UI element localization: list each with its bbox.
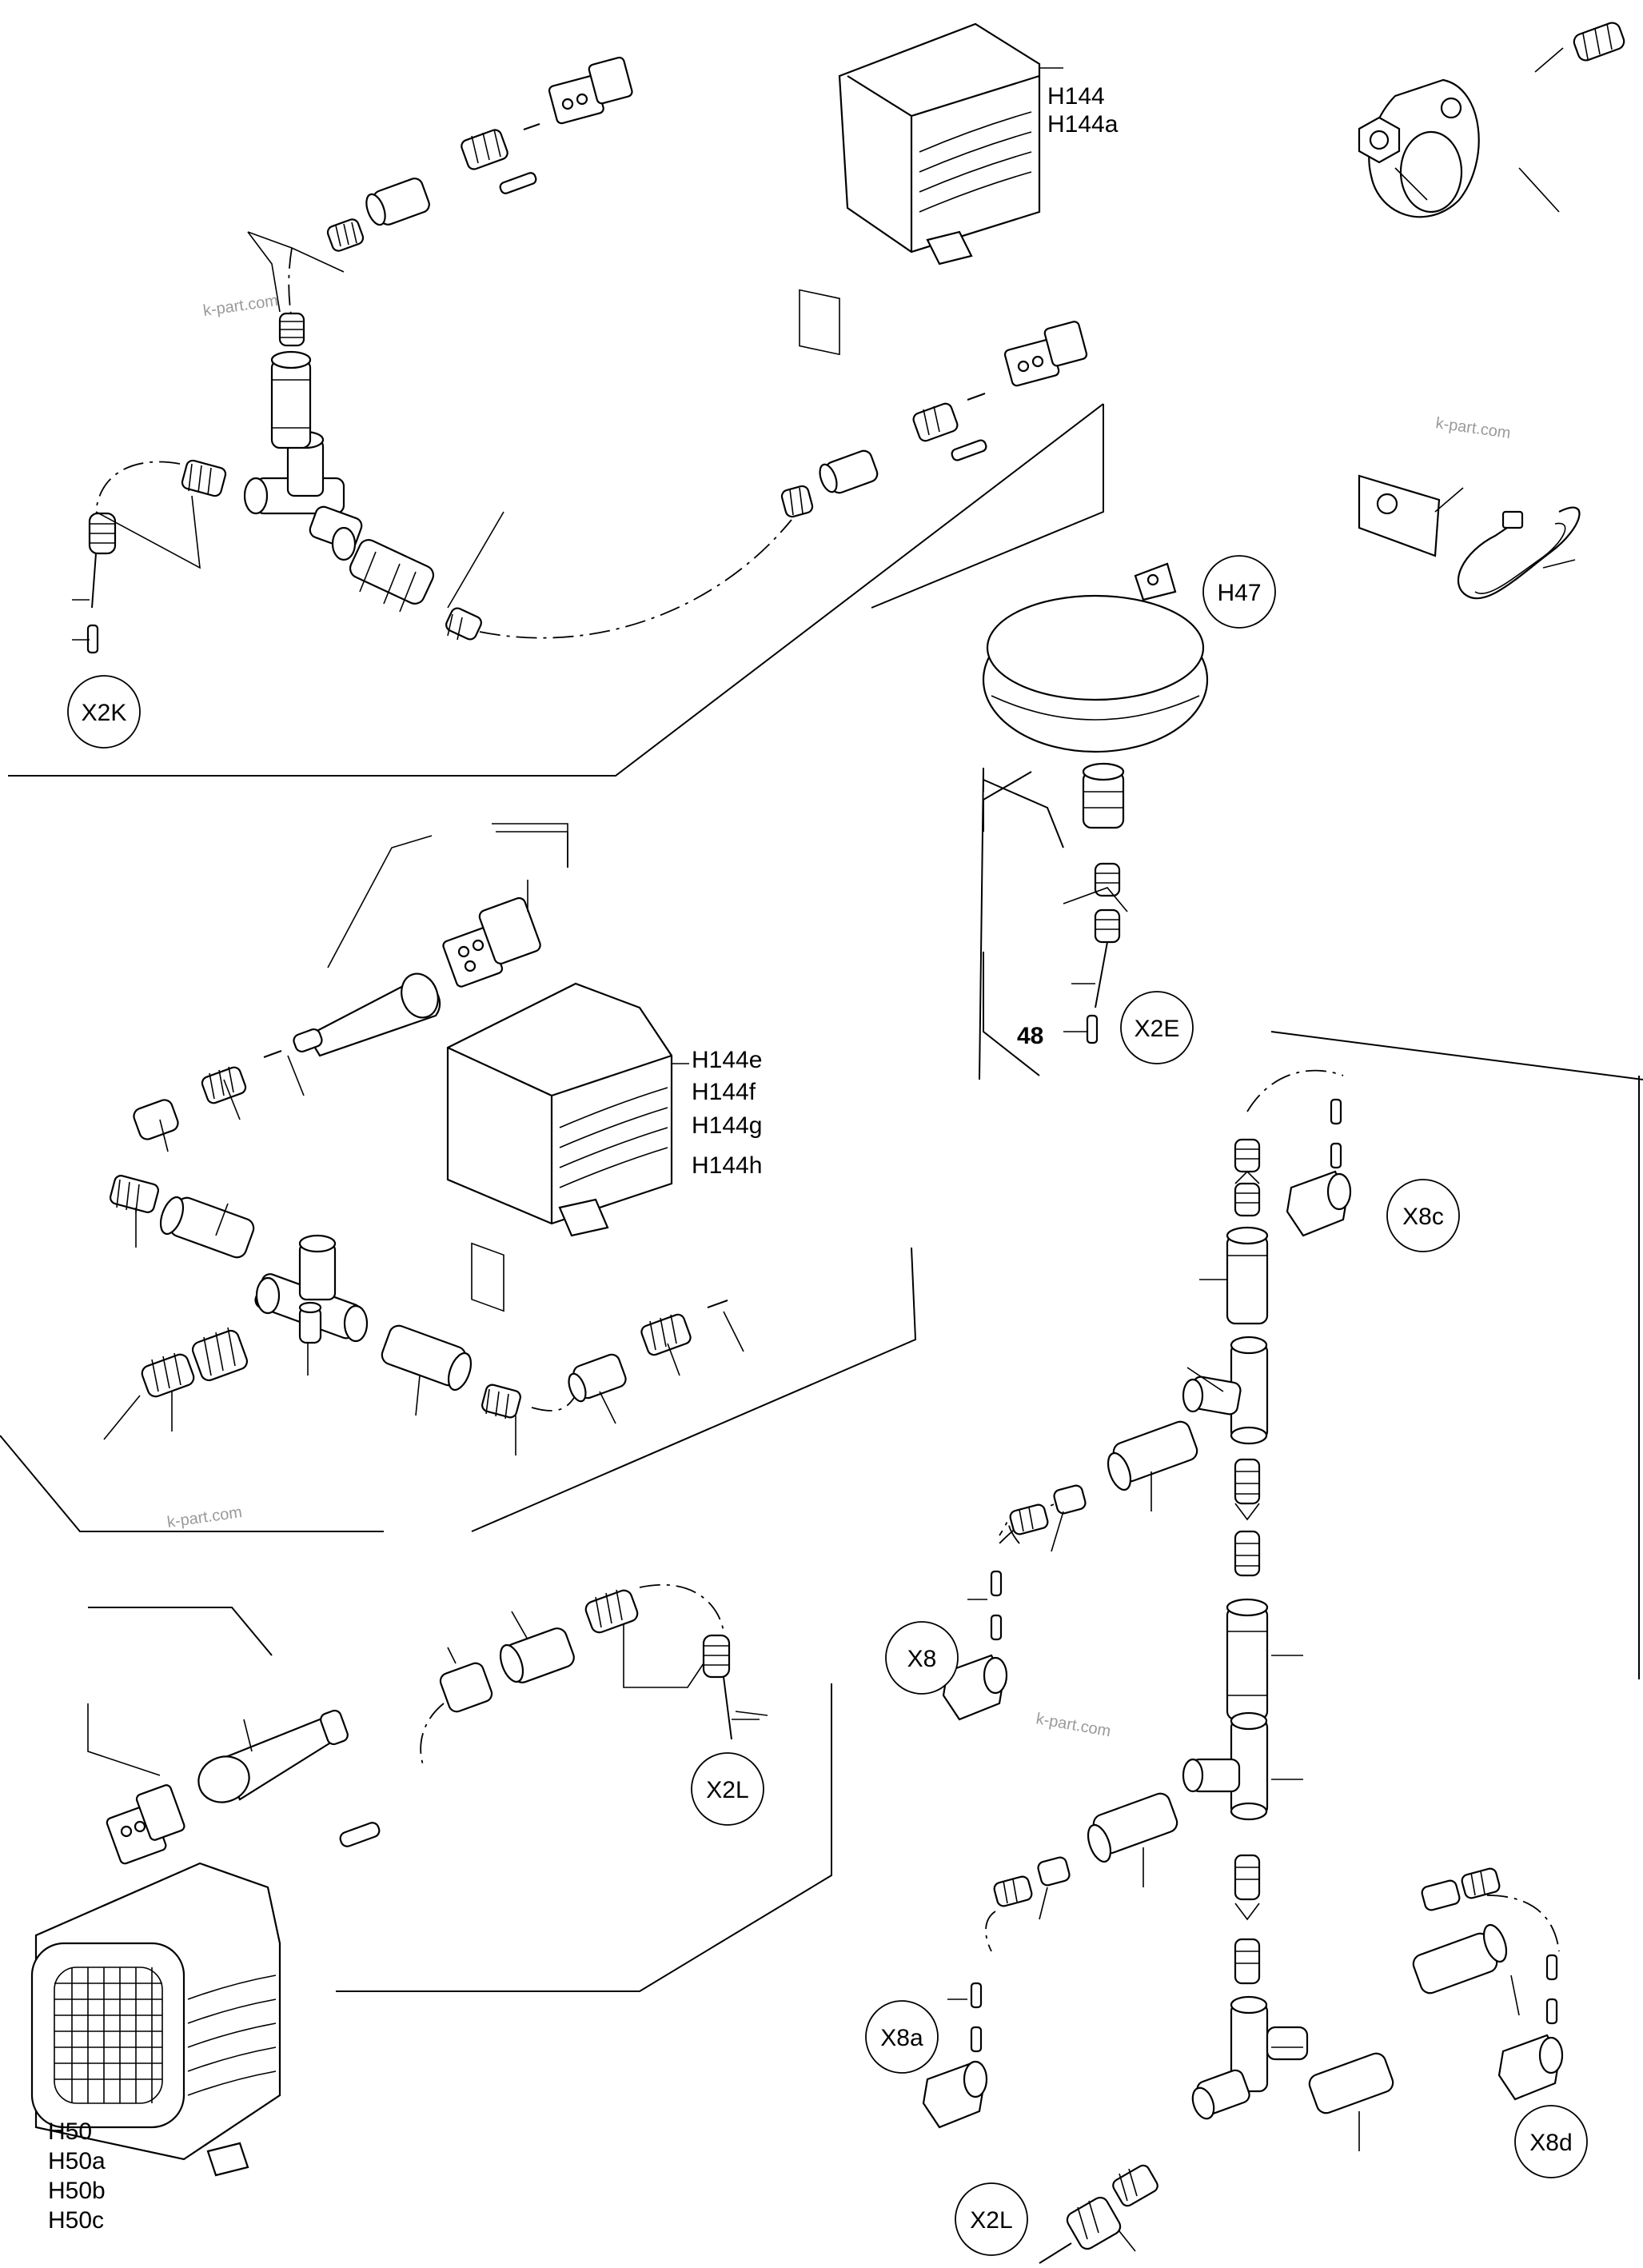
horn-h47 xyxy=(982,562,1209,1044)
label-h144e: H144e xyxy=(692,1047,762,1073)
label-h50a: H50a xyxy=(48,2148,106,2174)
callout-x8a: X8a xyxy=(865,2000,939,2074)
seal-spring xyxy=(278,312,305,347)
module-h144 xyxy=(799,22,1063,356)
label-h144a: H144a xyxy=(1047,111,1119,138)
callout-x8c-text: X8c xyxy=(1402,1204,1444,1230)
trunk-connectors xyxy=(1182,1138,1309,2120)
label-h144h: H144h xyxy=(692,1152,762,1179)
callout-x2k-text: X2K xyxy=(82,700,127,726)
callout-x2l-bottom-text: X2L xyxy=(970,2207,1012,2234)
section-dividers xyxy=(0,403,1643,1992)
callout-x8: X8 xyxy=(885,1621,959,1695)
label-h144g: H144g xyxy=(692,1112,762,1139)
callout-x8d: X8d xyxy=(1514,2105,1588,2178)
callout-x2l-top: X2L xyxy=(691,1752,764,1826)
callout-x8d-text: X8d xyxy=(1529,2130,1572,2156)
label-h50c: H50c xyxy=(48,2207,104,2234)
callout-h47: H47 xyxy=(1202,555,1276,629)
callout-x8c: X8c xyxy=(1386,1179,1460,1252)
label-48: 48 xyxy=(1017,1023,1043,1049)
callout-x2k: X2K xyxy=(67,675,141,749)
harness-x8 xyxy=(922,1069,1564,2264)
label-h50b: H50b xyxy=(48,2178,106,2204)
callout-x2e-text: X2E xyxy=(1135,1016,1180,1042)
harness-h50 xyxy=(30,1583,768,2177)
watermark: k-part.com xyxy=(1434,414,1512,442)
label-h144f: H144f xyxy=(692,1079,756,1105)
lamp-grid xyxy=(54,1967,162,2103)
watermark: k-part.com xyxy=(166,1503,244,1531)
callout-x2l-top-text: X2L xyxy=(706,1777,748,1803)
callout-x8a-text: X8a xyxy=(880,2025,923,2051)
watermark: k-part.com xyxy=(202,292,280,320)
harness-h144e xyxy=(103,823,744,1455)
callout-x8-text: X8 xyxy=(907,1646,937,1672)
callout-h47-text: H47 xyxy=(1217,580,1261,606)
callout-x2e: X2E xyxy=(1120,991,1194,1064)
clamp-hardware xyxy=(1358,22,1625,600)
watermark: k-part.com xyxy=(1035,1710,1112,1740)
harness-x2k xyxy=(72,56,1088,654)
callout-x2l-bottom: X2L xyxy=(955,2182,1028,2256)
label-h144: H144 xyxy=(1047,83,1105,110)
label-h50: H50 xyxy=(48,2118,92,2145)
